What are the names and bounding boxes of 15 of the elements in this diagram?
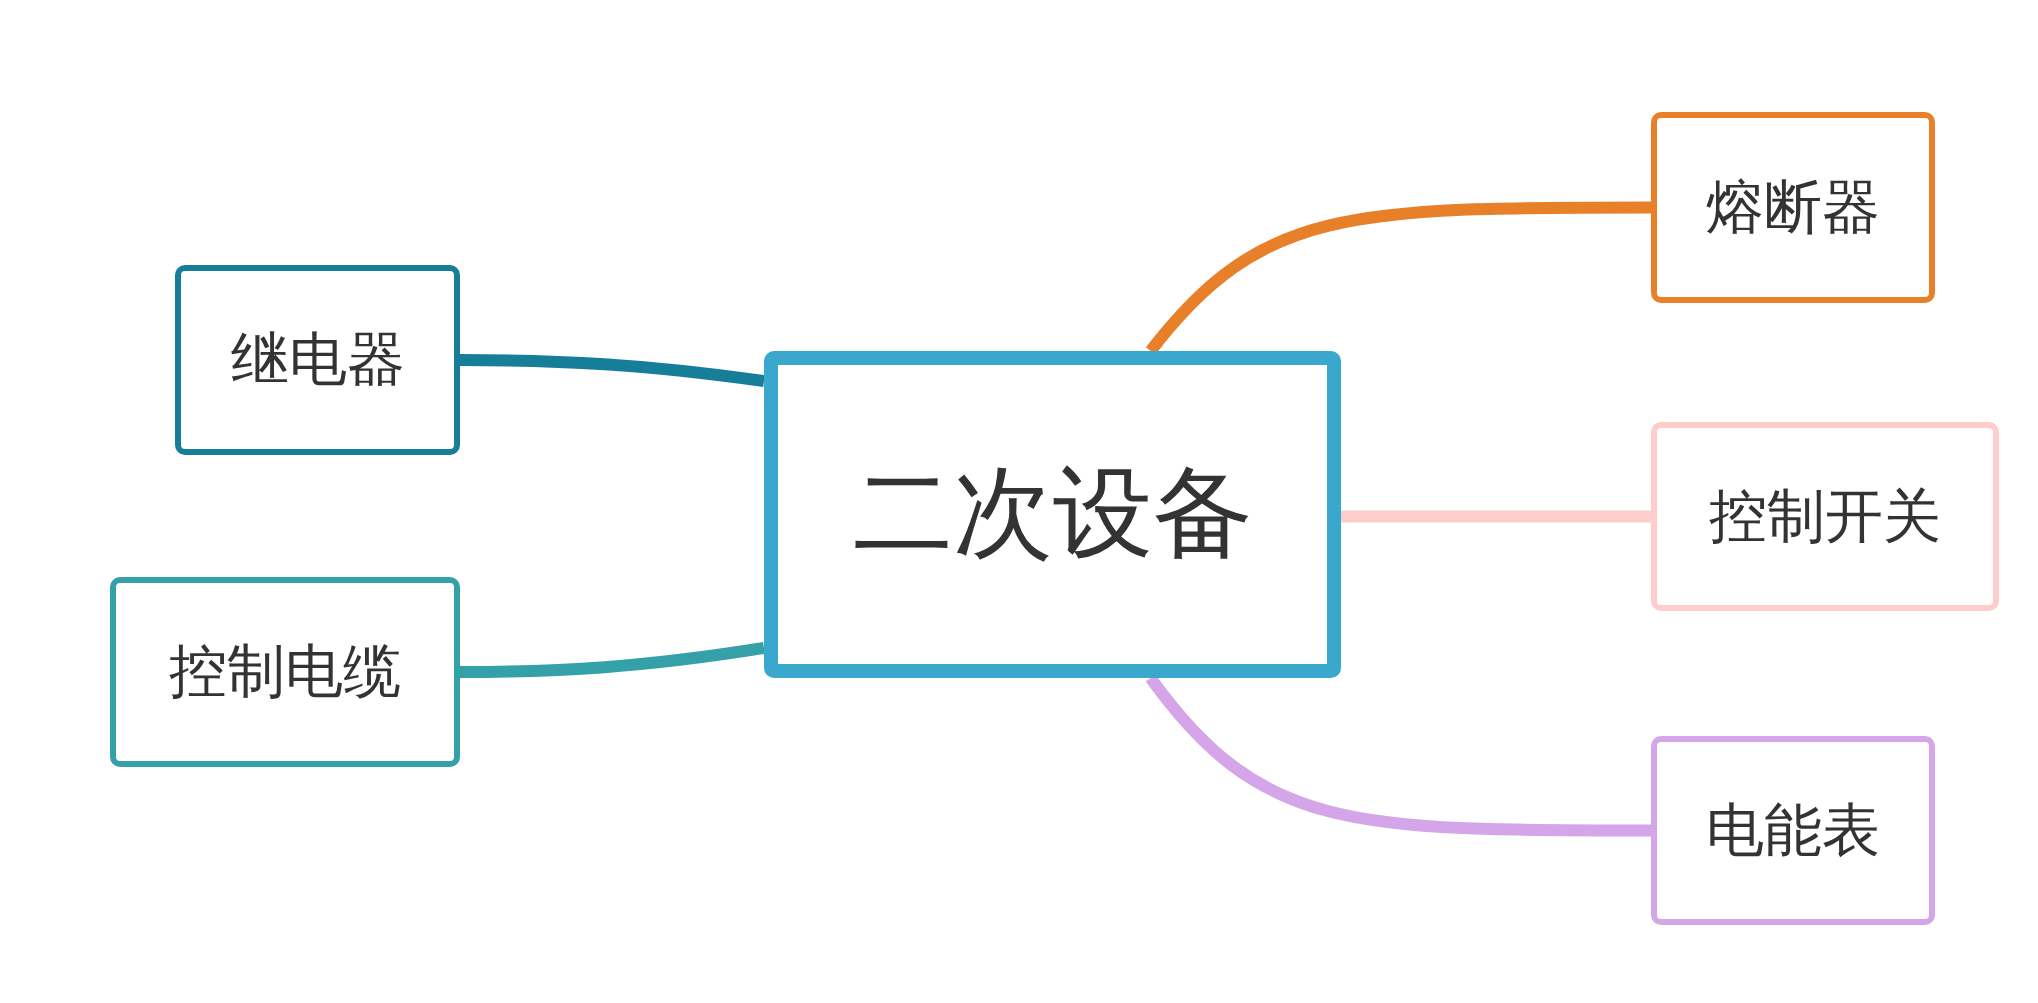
topic-label: 二次设备	[852, 453, 1253, 573]
topic-label: 控制开关	[1709, 480, 1941, 552]
topic-box	[1651, 736, 1935, 925]
topic-box	[1651, 112, 1935, 303]
branch-line	[460, 354, 765, 387]
topic-label: 继电器	[230, 324, 405, 395]
topic-label: 熔断器	[1706, 171, 1880, 243]
topic-label: 控制电缆	[169, 636, 401, 707]
branch-line	[1341, 510, 1651, 523]
topic-box	[175, 265, 460, 455]
topic-box	[1651, 422, 1999, 611]
branch-line	[460, 642, 765, 678]
central-topic-box	[764, 351, 1341, 678]
topic-box	[110, 577, 460, 767]
topic-label: 电能表	[1706, 794, 1880, 866]
